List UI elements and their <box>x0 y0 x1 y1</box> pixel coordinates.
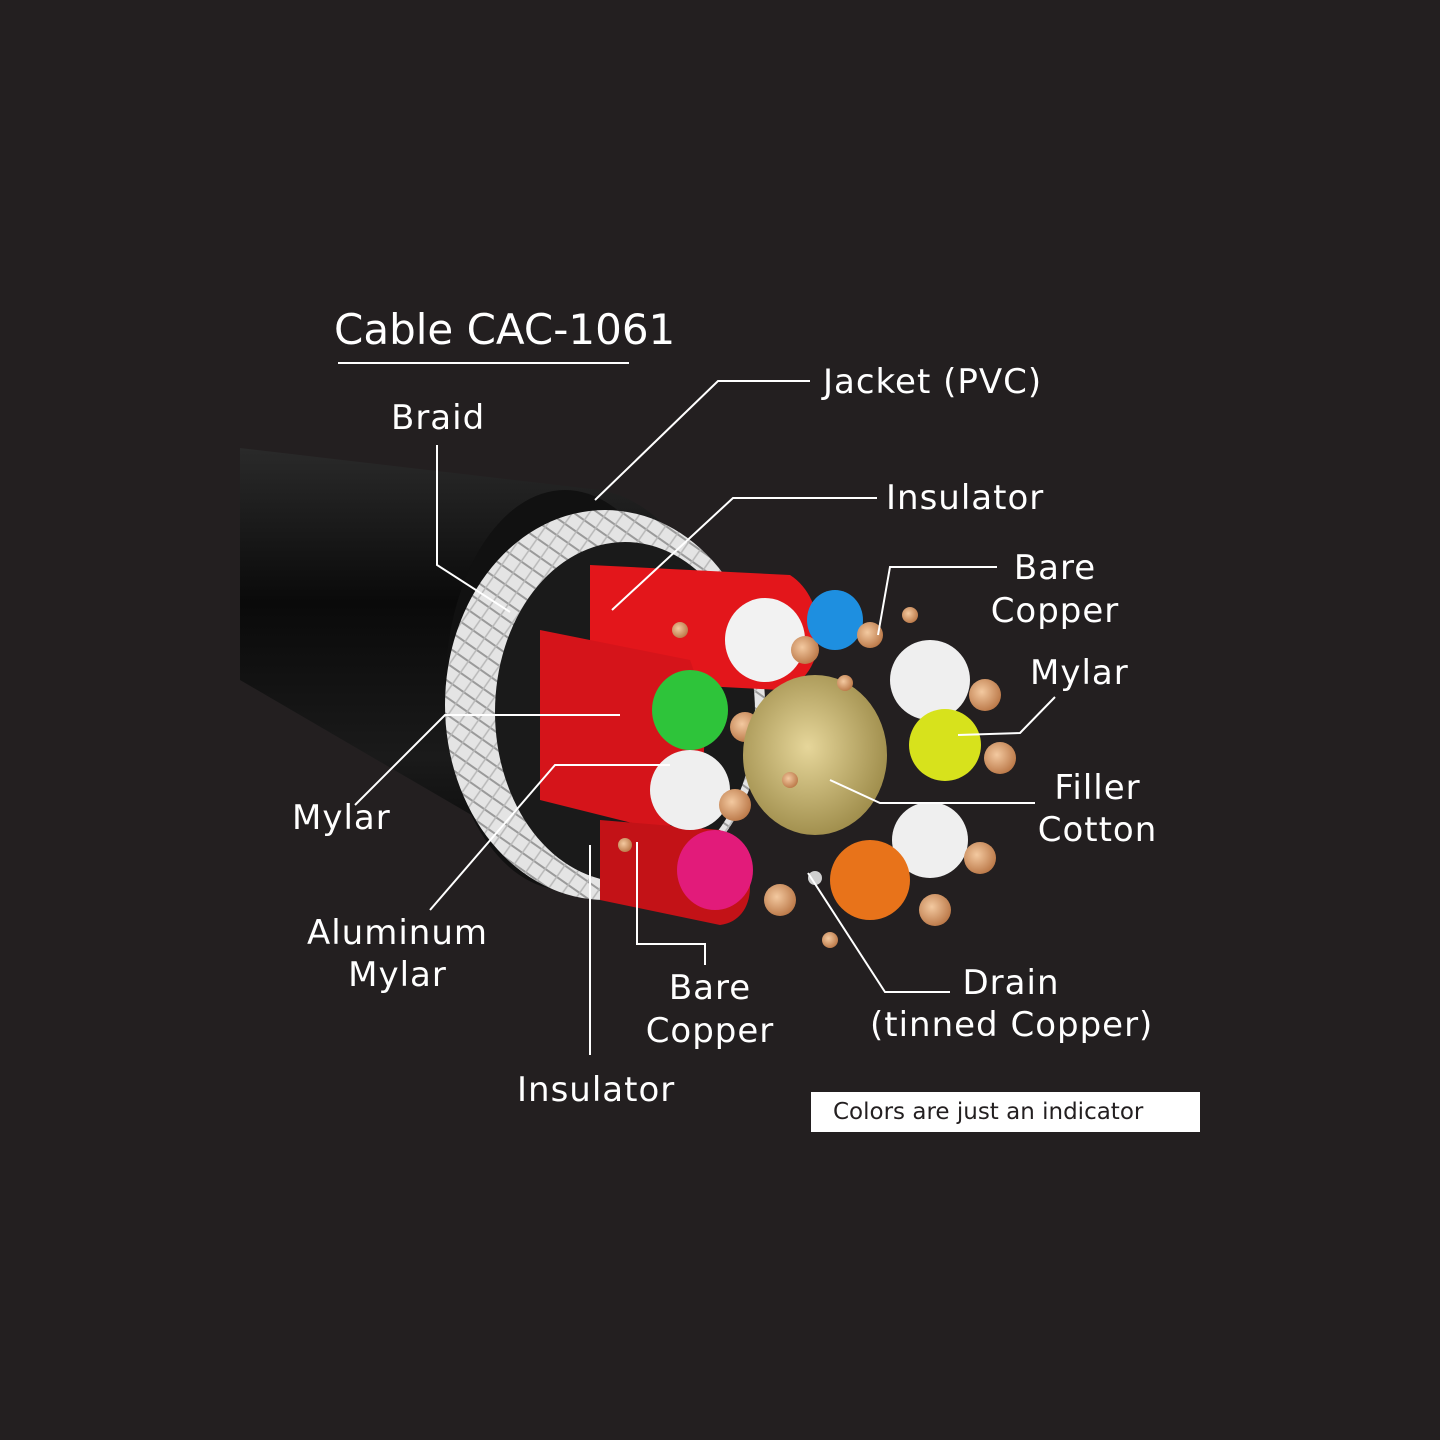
label-filler-line1: Filler <box>1054 768 1141 808</box>
conductor-white-top <box>725 598 819 682</box>
conductor-white-lower-right <box>892 802 996 878</box>
title-underline <box>338 362 629 364</box>
note-text: Colors are just an indicator <box>833 1099 1144 1125</box>
leader-jacket <box>594 380 810 501</box>
label-filler-line2: Cotton <box>1037 810 1158 850</box>
label-bare-copper-top-line1: Bare <box>1013 548 1097 588</box>
conductor-orange <box>830 840 951 926</box>
conductor-yellow <box>909 709 1016 781</box>
conductor-blue <box>807 590 883 650</box>
leader-drain <box>807 872 950 993</box>
leader-bare-copper-top <box>877 566 997 636</box>
label-insulator-top: Insulator <box>886 478 1045 518</box>
label-mylar-right: Mylar <box>1030 653 1129 693</box>
leader-bare-copper-bottom <box>636 842 706 965</box>
leader-insulator-top <box>611 497 877 611</box>
note-box: Colors are just an indicator <box>811 1092 1200 1132</box>
label-drain-line1: Drain <box>962 963 1060 1003</box>
filler-cotton <box>743 675 887 835</box>
label-insulator-bottom: Insulator <box>517 1070 676 1110</box>
leader-mylar-left <box>354 714 620 806</box>
leader-mylar-right <box>957 696 1056 736</box>
label-bare-copper-bottom-line2: Copper <box>645 1011 775 1051</box>
label-jacket: Jacket (PVC) <box>823 362 1043 402</box>
page-title: Cable CAC-1061 <box>334 305 676 354</box>
label-bare-copper-bottom-line1: Bare <box>668 968 752 1008</box>
label-aluminum-line2: Mylar <box>348 955 447 995</box>
leader-aluminum <box>429 764 670 911</box>
conductor-white-mid <box>650 750 751 830</box>
label-braid: Braid <box>391 398 486 438</box>
leader-filler <box>829 779 1035 804</box>
leader-braid <box>436 445 511 613</box>
label-drain-line2: (tinned Copper) <box>870 1005 1154 1045</box>
label-aluminum-line1: Aluminum <box>306 913 489 953</box>
leader-lines <box>354 380 1056 1055</box>
conductor-pink <box>677 830 796 916</box>
label-bare-copper-top-line2: Copper <box>990 591 1120 631</box>
conductor-white-right <box>890 640 1001 720</box>
label-mylar-left: Mylar <box>292 798 391 838</box>
drain-wires <box>618 607 918 948</box>
